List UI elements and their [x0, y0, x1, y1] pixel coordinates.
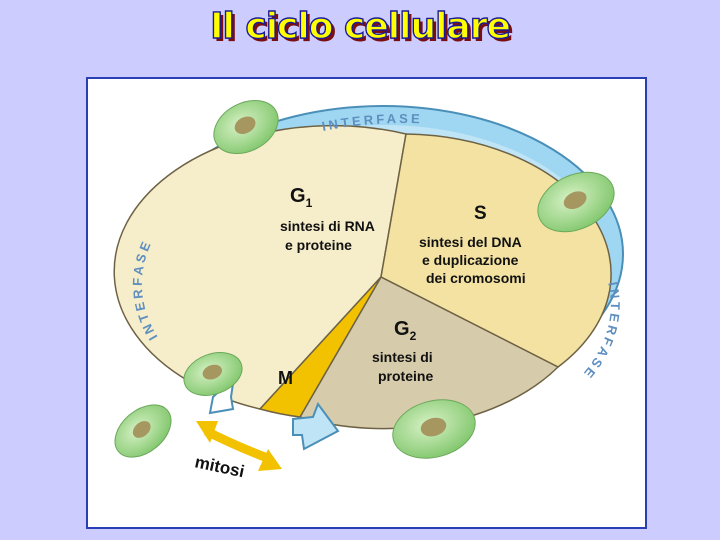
cell-cycle-diagram: INTERFASE INTERFASE INTERFASE G1 sintesi…: [113, 99, 624, 481]
g2-line2: proteine: [378, 368, 433, 384]
g2-title: G2: [394, 318, 417, 343]
g1-title: G1: [290, 185, 313, 210]
nucleus: [563, 191, 587, 210]
g2-letter: G: [394, 318, 410, 340]
nucleus: [202, 364, 223, 380]
s-line2: e duplicazione: [422, 252, 519, 268]
s-title: S: [474, 203, 487, 224]
g2-subscript: 2: [410, 329, 417, 343]
cell-bottom-center: [392, 399, 476, 459]
m-sector: [259, 276, 382, 418]
ring-arrow-right: [292, 401, 340, 451]
mitosis-double-arrow: [196, 421, 282, 471]
nucleus: [420, 417, 447, 437]
s-line1: sintesi del DNA: [419, 234, 522, 250]
cell-left: [183, 352, 243, 396]
cell-top-left: [213, 99, 279, 155]
cell-cycle-figure: INTERFASE INTERFASE INTERFASE G1 sintesi…: [86, 77, 647, 529]
g1-line1: sintesi di RNA: [280, 218, 375, 234]
nucleus: [234, 116, 256, 134]
g1-sector: [113, 124, 407, 410]
g1-line2: e proteine: [285, 237, 352, 253]
g2-line1: sintesi di: [372, 349, 433, 365]
s-line3: dei cromosomi: [426, 270, 526, 286]
slide-title: Il ciclo cellulare: [209, 5, 511, 47]
g1-letter: G: [290, 185, 306, 207]
m-title: M: [278, 368, 293, 388]
g1-subscript: 1: [306, 196, 313, 210]
cell-right: [537, 171, 615, 233]
cell-bottom-left: [114, 404, 172, 458]
nucleus: [132, 421, 151, 438]
mitosis-label: mitosi: [193, 452, 246, 481]
